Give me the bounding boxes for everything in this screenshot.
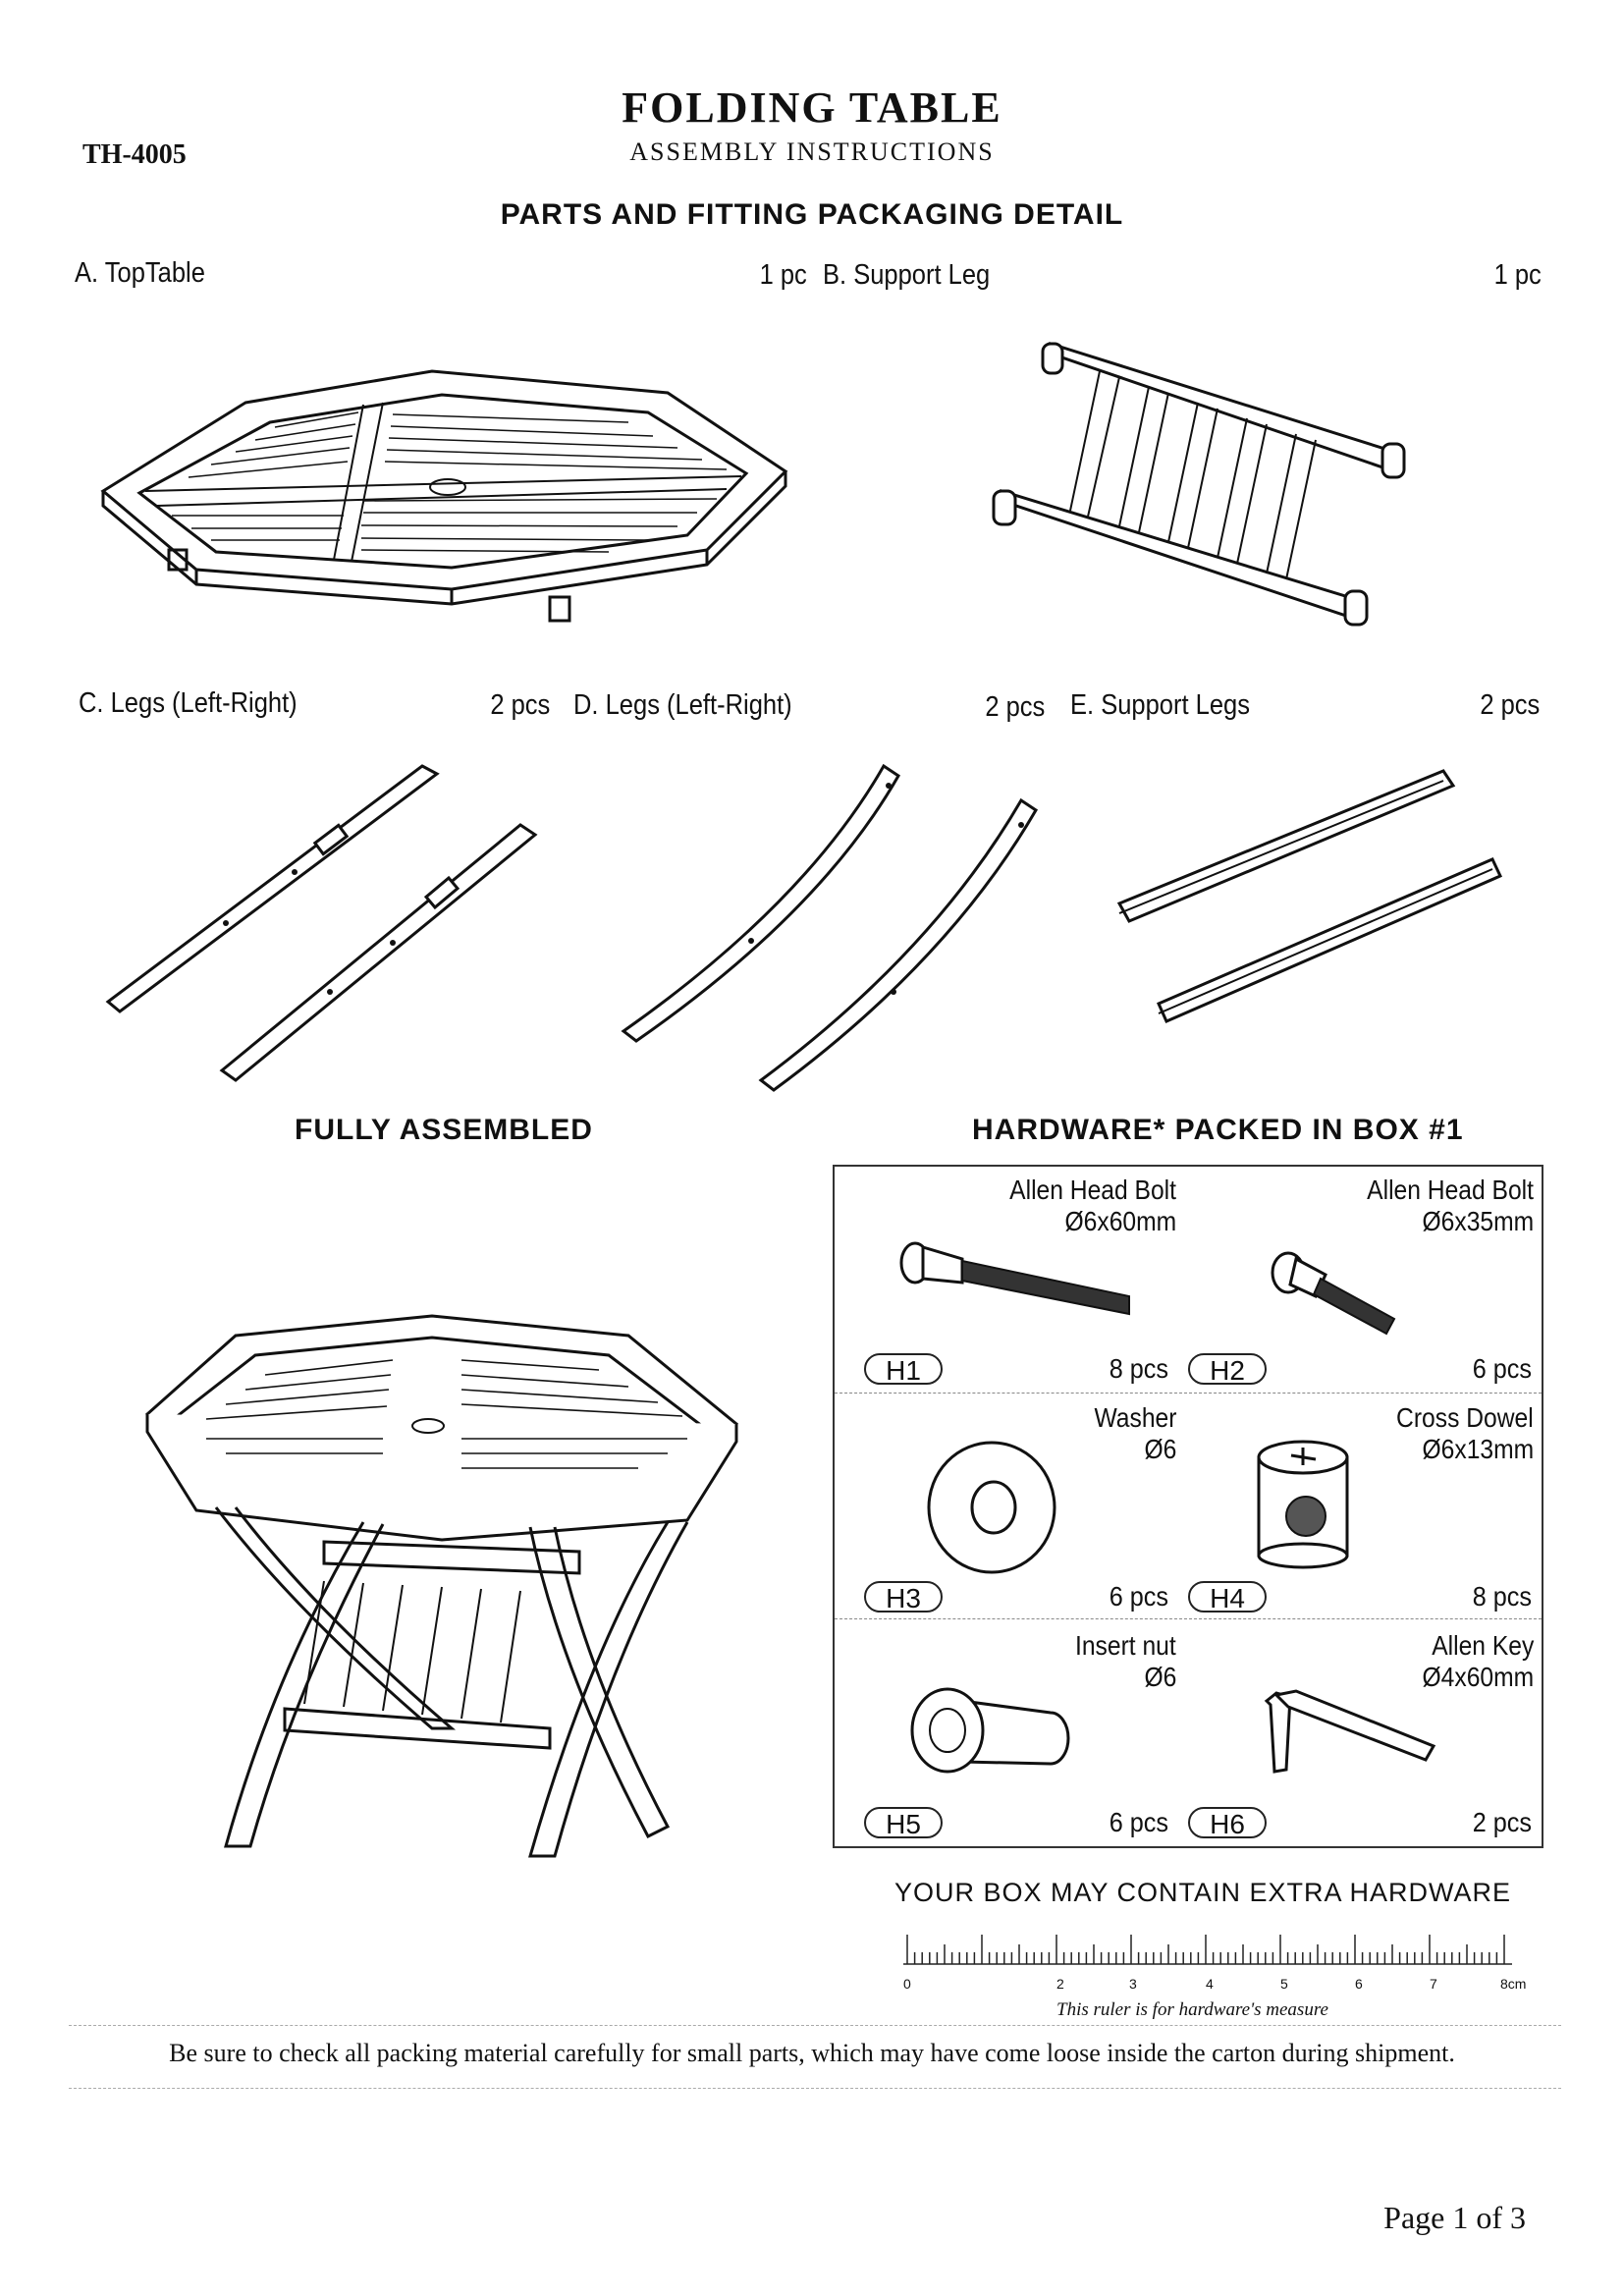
hardware-panel: Allen Head Bolt Ø6x60mm H1 8 pcs Allen H… (833, 1165, 1543, 1848)
part-d-qty: 2 pcs (984, 691, 1045, 723)
support-leg-illustration (992, 341, 1406, 627)
hardware-item-h6: Allen Key Ø4x60mm H6 2 pcs (1188, 1622, 1542, 1848)
hardware-item-h1: Allen Head Bolt Ø6x60mm H1 8 pcs (835, 1167, 1542, 1393)
footer-divider (69, 2088, 1561, 2089)
model-number: TH-4005 (82, 139, 187, 170)
part-e-label: E. Support Legs (1070, 689, 1251, 721)
cross-dowel-icon (1257, 1440, 1349, 1569)
ruler-caption: This ruler is for hardware's measure (1056, 1999, 1328, 2020)
support-legs-e-illustration (1116, 769, 1503, 1023)
hardware-heading: HARDWARE* PACKED IN BOX #1 (972, 1114, 1464, 1146)
hardware-size: Ø6x35mm (1422, 1206, 1534, 1236)
washer-icon (927, 1441, 1056, 1574)
assembled-heading: FULLY ASSEMBLED (295, 1114, 593, 1146)
part-a-qty: 1 pc (759, 259, 807, 291)
short-bolt-icon (1271, 1251, 1396, 1336)
part-b-qty: 1 pc (1493, 259, 1542, 291)
ruler-number: 0 (903, 1976, 911, 1992)
document-subtitle: ASSEMBLY INSTRUCTIONS (629, 137, 995, 166)
hardware-code: H2 (1188, 1353, 1267, 1386)
packing-warning: Be sure to check all packing material ca… (169, 2039, 1455, 2067)
hardware-code: H5 (864, 1807, 943, 1839)
hardware-divider (835, 1393, 1542, 1394)
hardware-size: Ø6x60mm (1064, 1206, 1176, 1236)
hardware-qty: 8 pcs (1109, 1353, 1168, 1384)
hardware-qty: 6 pcs (1109, 1807, 1168, 1837)
ruler-number: 8cm (1500, 1976, 1527, 1992)
hardware-code: H6 (1188, 1807, 1267, 1839)
hardware-name: Washer (1094, 1402, 1176, 1433)
part-c-label: C. Legs (Left-Right) (79, 687, 298, 719)
part-d-label: D. Legs (Left-Right) (573, 689, 792, 721)
measuring-ruler (903, 1935, 1512, 1965)
footer-divider (69, 2025, 1561, 2026)
hardware-qty: 2 pcs (1472, 1807, 1532, 1837)
hardware-divider (835, 1618, 1542, 1619)
ruler-number: 6 (1355, 1976, 1363, 1992)
hardware-code: H3 (864, 1581, 943, 1613)
insert-nut-icon (910, 1687, 1070, 1774)
ruler-number: 4 (1206, 1976, 1214, 1992)
hardware-name: Allen Key (1431, 1630, 1534, 1661)
ruler-scale: 0 2 3 4 5 6 7 8cm (903, 1976, 1542, 1995)
page-number: Page 1 of 3 (1383, 2200, 1526, 2235)
legs-c-illustration (105, 764, 538, 1082)
long-bolt-icon (899, 1241, 1130, 1316)
hardware-item-h5: Insert nut Ø6 H5 6 pcs (835, 1622, 1542, 1848)
hardware-name: Allen Head Bolt (1367, 1175, 1534, 1205)
hardware-code: H1 (864, 1353, 943, 1386)
hardware-qty: 6 pcs (1472, 1353, 1532, 1384)
hardware-size: Ø6 (1144, 1662, 1176, 1692)
hardware-item-h2: Allen Head Bolt Ø6x35mm H2 6 pcs (1188, 1167, 1542, 1393)
extra-hardware-note: YOUR BOX MAY CONTAIN EXTRA HARDWARE (893, 1878, 1512, 1907)
hardware-code: H4 (1188, 1581, 1267, 1613)
allen-key-icon (1264, 1689, 1436, 1774)
part-a-label: A. TopTable (75, 257, 205, 289)
hardware-size: Ø6x13mm (1422, 1434, 1534, 1464)
hardware-item-h4: Cross Dowel Ø6x13mm H4 8 pcs (1188, 1394, 1542, 1620)
hardware-qty: 8 pcs (1472, 1581, 1532, 1612)
hardware-name: Allen Head Bolt (1009, 1175, 1176, 1205)
assembled-table-illustration (145, 1314, 738, 1858)
legs-d-illustration (621, 763, 1039, 1092)
hardware-name: Insert nut (1075, 1630, 1176, 1661)
part-e-qty: 2 pcs (1479, 689, 1540, 721)
ruler-number: 5 (1280, 1976, 1288, 1992)
top-table-illustration (100, 369, 788, 623)
document-title: FOLDING TABLE (622, 83, 1002, 132)
ruler-number: 3 (1129, 1976, 1137, 1992)
hardware-size: Ø6 (1144, 1434, 1176, 1464)
hardware-qty: 6 pcs (1109, 1581, 1168, 1612)
hardware-size: Ø4x60mm (1422, 1662, 1534, 1692)
hardware-name: Cross Dowel (1396, 1402, 1534, 1433)
ruler-number: 7 (1430, 1976, 1437, 1992)
part-c-qty: 2 pcs (489, 689, 550, 721)
parts-heading: PARTS AND FITTING PACKAGING DETAIL (500, 198, 1124, 231)
part-b-label: B. Support Leg (823, 259, 991, 291)
ruler-number: 2 (1056, 1976, 1064, 1992)
hardware-item-h3: Washer Ø6 H3 6 pcs (835, 1394, 1542, 1620)
